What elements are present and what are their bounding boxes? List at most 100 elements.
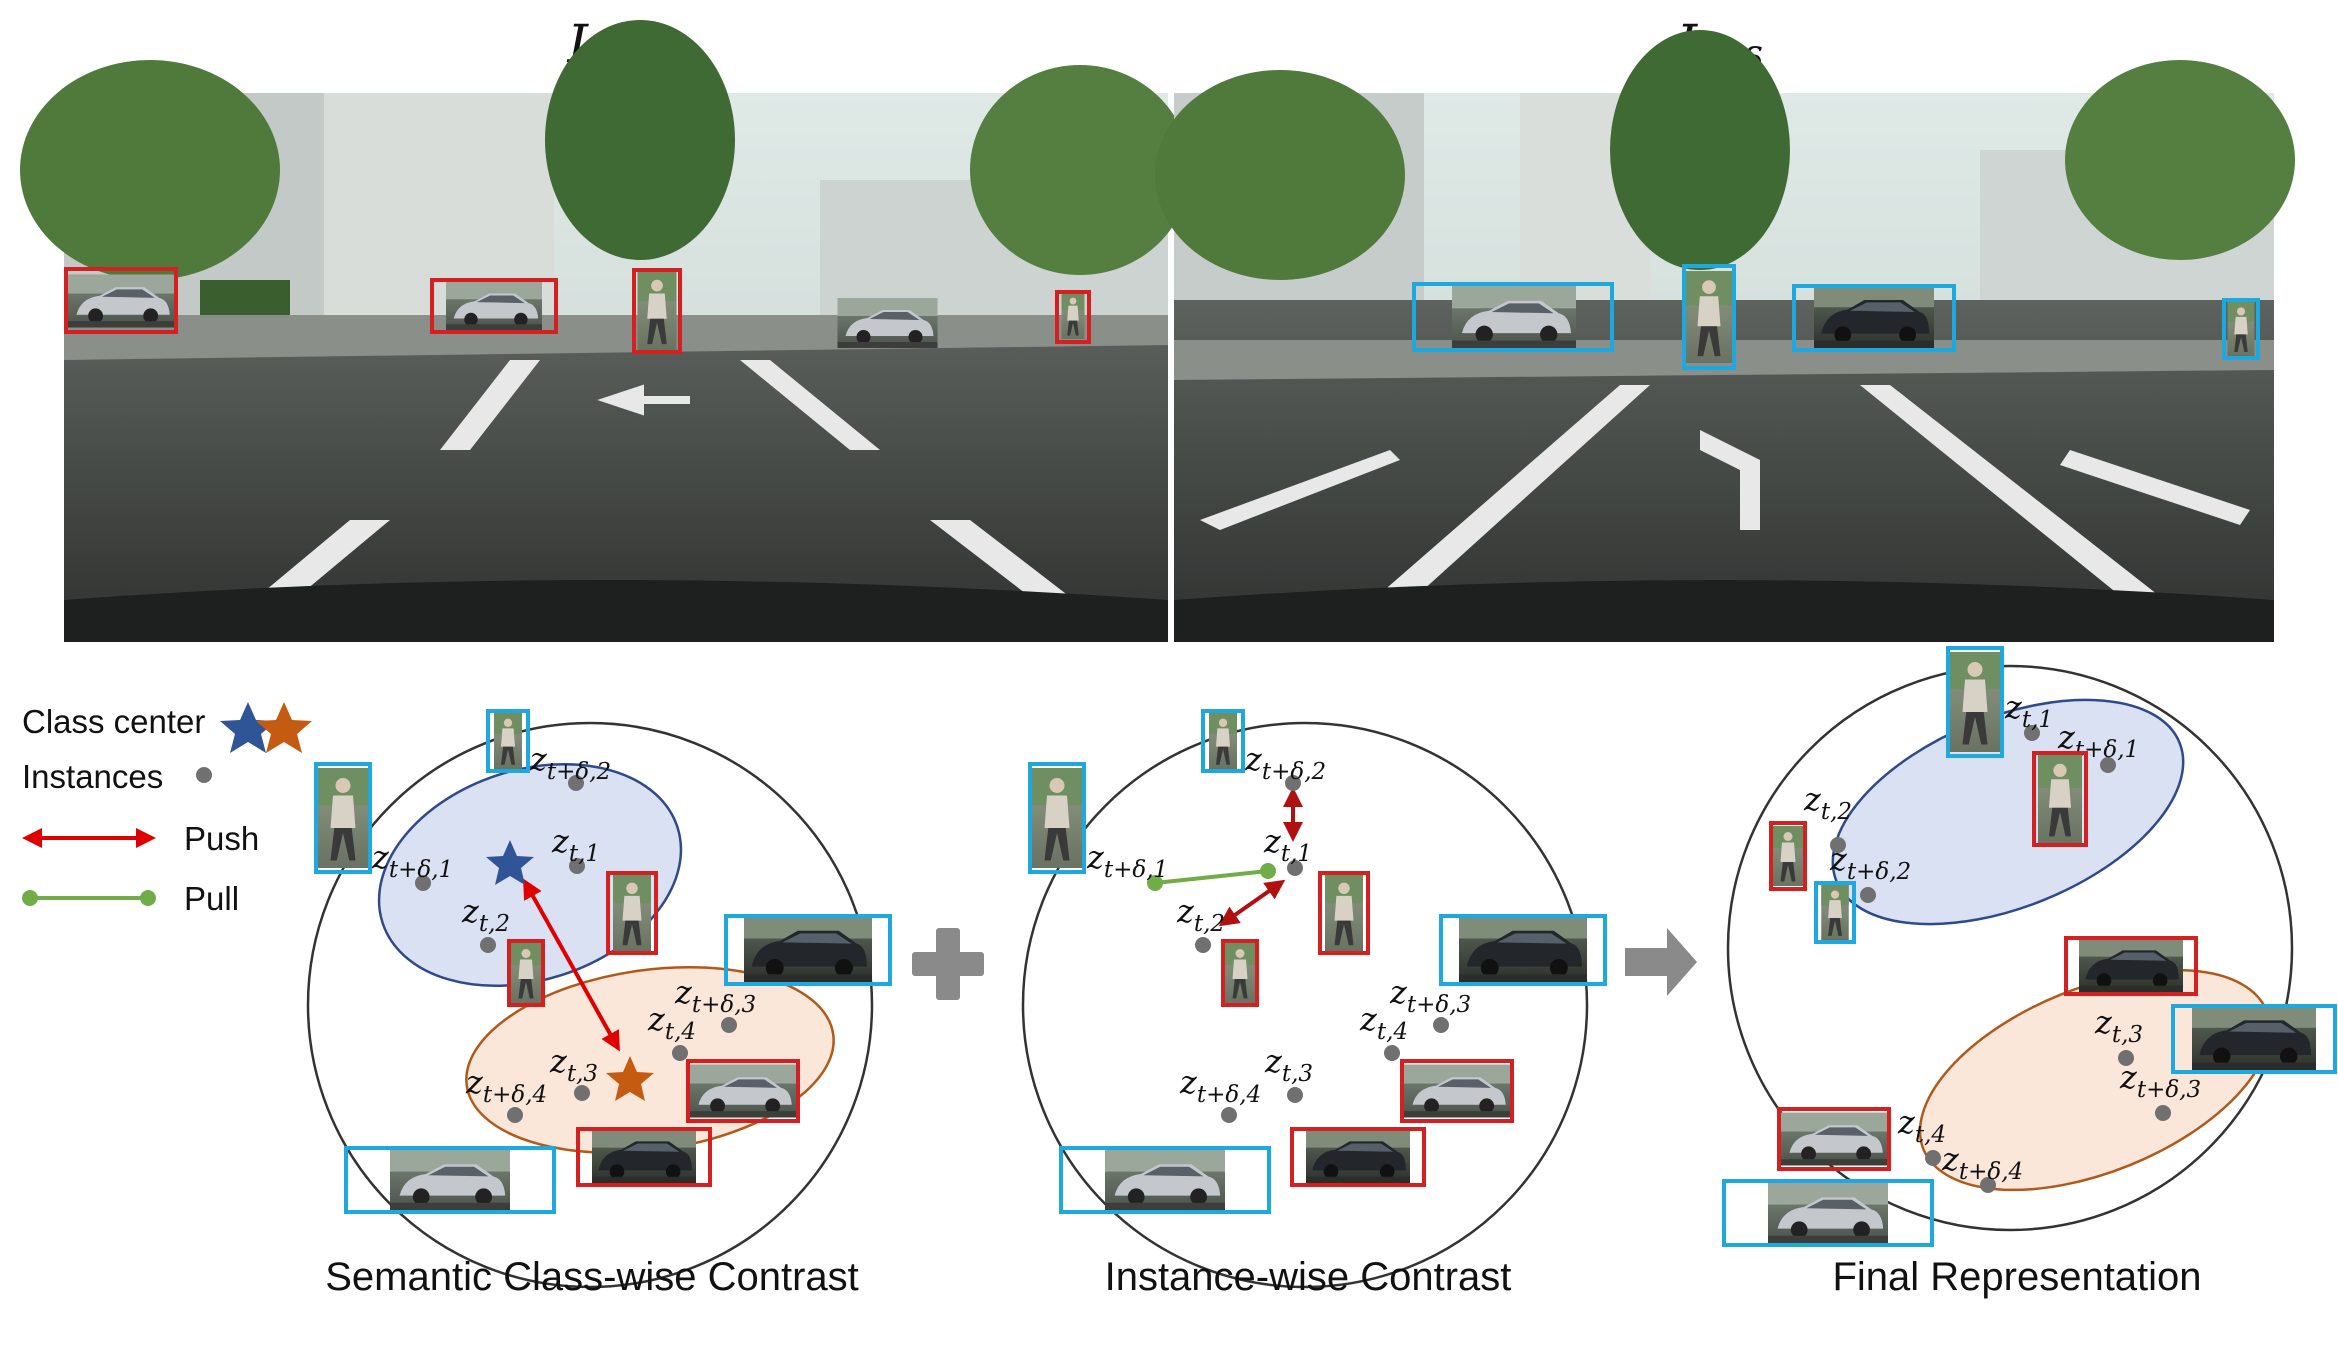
pedestrian-thumb <box>1225 943 1255 1003</box>
instance-dot <box>480 937 496 953</box>
label-z-td1: zt+δ,1 <box>371 838 453 883</box>
label-z-td4: zt+δ,4 <box>1179 1063 1261 1108</box>
label-z-td3: zt+δ,3 <box>674 973 756 1018</box>
instance-dot <box>1980 1177 1996 1193</box>
label-z-t3: zt,3 <box>549 1042 598 1087</box>
legend-pull: Pull <box>184 880 239 917</box>
push-arrow <box>523 878 620 1052</box>
pedestrian-thumb-photo <box>2227 302 2255 356</box>
caption-instance: Instance-wise Contrast <box>1105 1255 1512 1299</box>
car-thumb <box>1404 1064 1510 1118</box>
embedding-space-circle <box>306 721 874 1289</box>
car-thumb <box>1781 1112 1887 1166</box>
detection-box-t <box>1055 290 1091 344</box>
pedestrian-thumb <box>511 943 541 1003</box>
instance-dot <box>1287 1087 1303 1103</box>
panel-semantic: zt+δ,2 zt,1 zt+δ,1 zt,2 zt+δ,3 zt,4 zt,3… <box>306 709 892 1299</box>
thumb-frame-t <box>1290 1127 1426 1187</box>
instance-dot <box>507 1107 523 1123</box>
pedestrian-thumb <box>2038 755 2082 843</box>
embedding-space-circle <box>1726 664 2294 1232</box>
instance-dot <box>1830 837 1846 853</box>
car-thumb <box>390 1150 510 1210</box>
thumb-frame-t <box>686 1059 800 1123</box>
thumb-frame-td <box>1946 646 2004 758</box>
person-class-center-star <box>486 840 534 885</box>
pull-end <box>1260 863 1276 879</box>
label-z-td3: zt+δ,3 <box>1389 973 1471 1018</box>
thumb-frame-td <box>486 709 530 773</box>
instance-dot <box>1195 937 1211 953</box>
detection-box-td <box>2222 298 2260 360</box>
label-z-td3: zt+δ,3 <box>2119 1058 2201 1103</box>
instance-dot <box>569 858 585 874</box>
instance-dot <box>2100 757 2116 773</box>
instance-dot <box>672 1045 688 1061</box>
pedestrian-thumb <box>1950 652 2000 752</box>
car-thumb-photo <box>446 282 542 330</box>
thumb-frame-t <box>1777 1107 1891 1171</box>
thumb-frame-t <box>507 939 545 1007</box>
caption-semantic: Semantic Class-wise Contrast <box>325 1255 859 1299</box>
car-thumb <box>2192 1008 2316 1070</box>
push-arrow <box>1218 879 1286 927</box>
thumb-frame-t <box>2064 936 2198 996</box>
thumb-frame-t <box>576 1127 712 1187</box>
label-z-t1: zt,1 <box>551 822 600 867</box>
thumb-frame-t <box>2032 751 2088 847</box>
label-z-td1: zt+δ,1 <box>1086 838 1168 883</box>
label-z-t2: zt,2 <box>1803 780 1852 825</box>
detection-box-t <box>64 267 178 334</box>
panel-final: zt,1 zt+δ,1 zt,2 zt+δ,2 zt,3 zt+δ,3 zt,4… <box>1722 646 2337 1299</box>
pedestrian-thumb <box>1032 768 1082 868</box>
thumb-frame-td <box>724 914 892 986</box>
label-z-t2: zt,2 <box>461 892 510 937</box>
label-z-td2: zt+δ,2 <box>1244 740 1326 785</box>
label-z-t2: zt,2 <box>1176 892 1225 937</box>
car-thumb-photo <box>68 274 174 328</box>
instance-dot <box>1221 1107 1237 1123</box>
thumb-frame-t <box>1221 939 1259 1007</box>
label-z-t3: zt,3 <box>2094 1003 2143 1048</box>
detection-box-td <box>1412 282 1614 352</box>
car-thumb <box>1768 1183 1888 1243</box>
instance-dot <box>415 875 431 891</box>
thumb-frame-td <box>1059 1146 1271 1214</box>
car-thumb-photo <box>837 298 938 348</box>
orange-star-icon <box>256 702 312 753</box>
thumb-frame-td <box>1814 881 1856 944</box>
detection-box-td <box>1682 264 1736 370</box>
instance-dot <box>2118 1050 2134 1066</box>
pedestrian-thumb-photo <box>1061 293 1085 339</box>
label-z-t1: zt,1 <box>2004 688 2053 733</box>
pull-line <box>1154 869 1269 885</box>
pull-end-icon <box>140 890 156 906</box>
legend-instances: Instances <box>22 758 163 795</box>
thumb-frame-td <box>1028 762 1086 874</box>
pedestrian-thumb <box>1773 826 1803 886</box>
thumb-frame-t <box>1769 821 1807 891</box>
car-thumb <box>690 1064 796 1118</box>
caption-final: Final Representation <box>1832 1255 2201 1299</box>
pedestrian-thumb <box>1821 885 1849 940</box>
panel-instance: zt+δ,2 zt,1 zt+δ,1 zt,2 zt+δ,3 zt,4 zt,3… <box>1021 709 1607 1299</box>
instance-dot <box>1433 1017 1449 1033</box>
car-thumb <box>1306 1131 1410 1183</box>
thumb-frame-t <box>1318 871 1370 955</box>
instance-dot <box>1384 1045 1400 1061</box>
label-z-t4: zt,4 <box>647 1000 696 1045</box>
legend: Class center Instances Push Pull <box>22 702 312 917</box>
car-thumb-photo <box>1452 286 1576 348</box>
detection-box-td <box>1792 284 1956 352</box>
label-z-t3: zt,3 <box>1264 1042 1313 1087</box>
thumb-frame-td <box>2171 1004 2337 1074</box>
instance-dot <box>1285 775 1301 791</box>
instance-dot <box>2024 725 2040 741</box>
embedding-space-circle <box>1021 721 1589 1289</box>
instance-dot <box>1287 860 1303 876</box>
label-z-td4: zt+δ,4 <box>465 1063 547 1108</box>
car-thumb <box>1459 918 1587 982</box>
car-thumb <box>744 918 872 982</box>
pedestrian-thumb <box>318 768 368 868</box>
